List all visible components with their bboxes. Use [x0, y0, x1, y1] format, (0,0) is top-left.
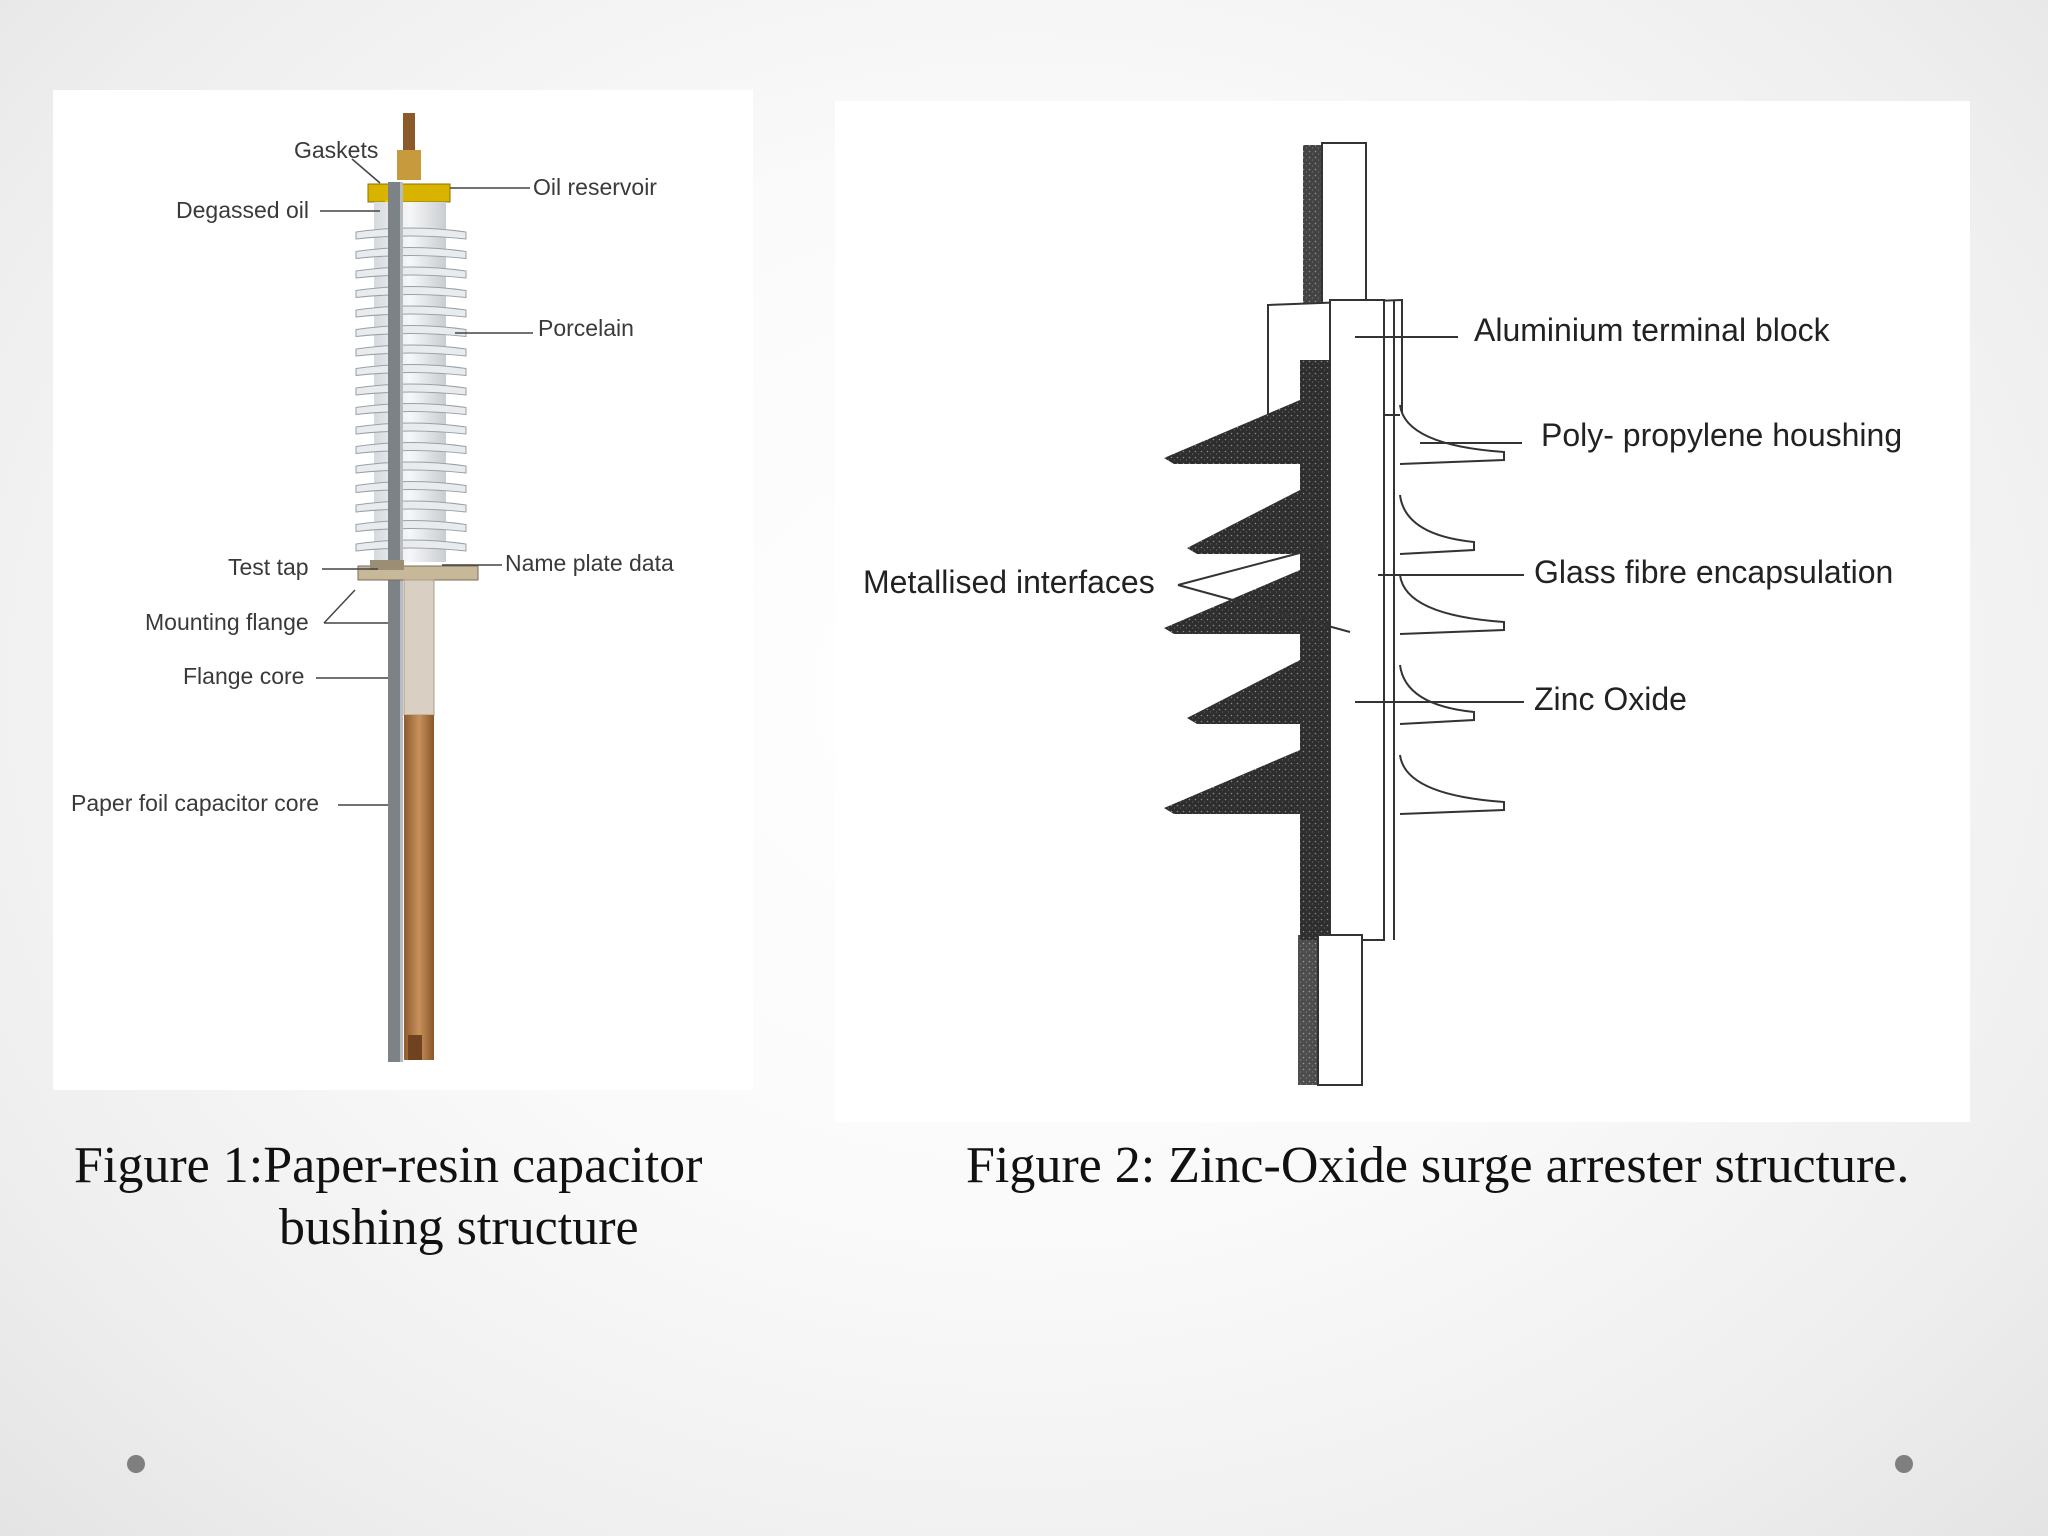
oil-reservoir-cap [367, 183, 451, 203]
test-tap-body [370, 560, 404, 570]
arrester-sheds-right [1399, 404, 1505, 815]
figure1-leader-lines [316, 158, 533, 806]
flange-core [403, 579, 435, 716]
arrester-shed-left [1164, 750, 1300, 814]
paper-foil-capacitor-core [404, 715, 434, 1060]
slide-dot-left [127, 1455, 145, 1473]
label-zinc-oxide: Zinc Oxide [1534, 681, 1687, 717]
label-aluminium-terminal-block: Aluminium terminal block [1474, 312, 1830, 348]
label-test-tap: Test tap [228, 554, 309, 580]
arrester-sheds-left [1164, 400, 1300, 814]
central-conductor [388, 182, 400, 1062]
arrester-shed-right [1399, 574, 1505, 635]
arrester-shed-left [1164, 570, 1300, 634]
figure1-caption-line1: Figure 1:Paper-resin capacitor [74, 1137, 703, 1194]
bushing-top-terminal [403, 113, 415, 153]
label-poly-propylene-housing: Poly- propylene houshing [1541, 417, 1903, 453]
arrester-shed-right [1399, 404, 1505, 465]
figure1-caption-line2: bushing structure [279, 1199, 639, 1256]
label-porcelain: Porcelain [538, 315, 634, 341]
label-flange-core: Flange core [183, 663, 305, 689]
arrester-shed-right [1399, 494, 1475, 555]
bushing-terminal-nut [397, 150, 421, 180]
arrester-shed-right [1399, 664, 1475, 725]
bushing-drawing [355, 113, 479, 1062]
arrester-drawing [1164, 142, 1505, 1086]
arrester-shed-left [1164, 400, 1300, 464]
label-mounting-flange: Mounting flange [145, 609, 309, 635]
label-metallised-interfaces: Metallised interfaces [863, 564, 1155, 600]
arrester-shed-left [1187, 490, 1300, 554]
arrester-shed-right [1399, 754, 1505, 815]
arrester-shed-left [1187, 660, 1300, 724]
label-paper-foil-capacitor-core: Paper foil capacitor core [71, 790, 320, 816]
label-glass-fibre-encapsulation: Glass fibre encapsulation [1534, 554, 1894, 590]
zinc-oxide-column [1329, 299, 1385, 941]
slide-dot-right [1895, 1455, 1913, 1473]
label-gaskets: Gaskets [294, 137, 379, 163]
label-oil-reservoir: Oil reservoir [533, 174, 657, 200]
label-degassed-oil: Degassed oil [176, 197, 309, 223]
label-name-plate-data: Name plate data [505, 550, 674, 576]
figure2-leader-lines [1177, 336, 1524, 703]
figure2-caption: Figure 2: Zinc-Oxide surge arrester stru… [966, 1137, 1910, 1194]
